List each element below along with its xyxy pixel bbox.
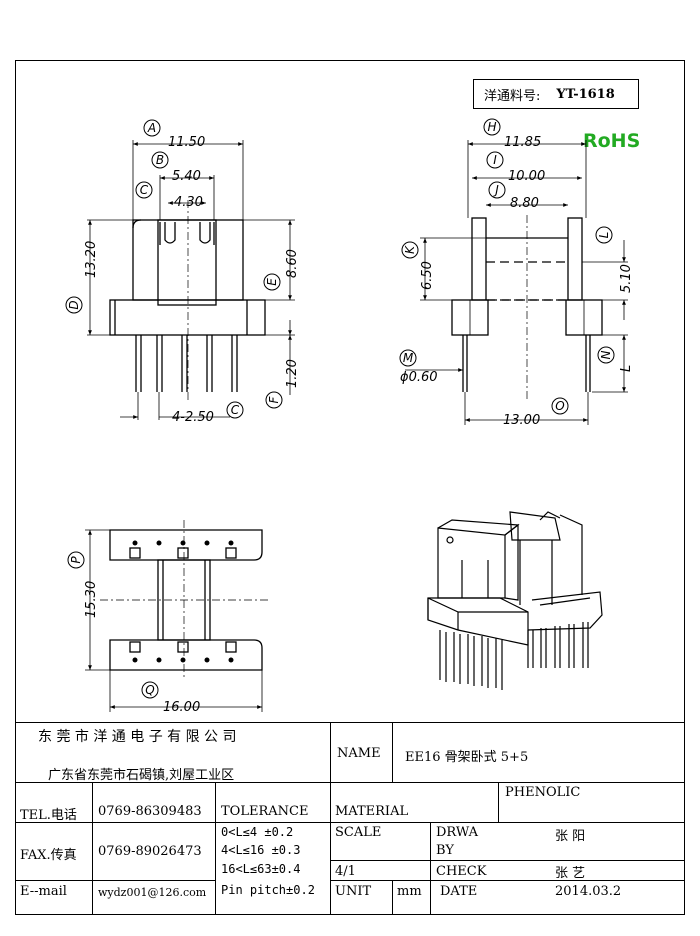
material-value: PHENOLIC: [505, 785, 581, 800]
drawn-label: BY: [436, 843, 454, 858]
dim-C-pitch: 4-2.50: [172, 410, 214, 425]
company-name: 东 莞 市 洋 通 电 子 有 限 公 司: [38, 729, 237, 745]
marker-L: L: [595, 226, 613, 244]
part-number-value: YT-1618: [556, 86, 615, 102]
rohs-mark: RoHS: [583, 130, 641, 152]
tel-label: TEL.电话: [20, 808, 77, 823]
dim-E: 8.60: [285, 249, 300, 278]
company-address: 广东省东莞市石碣镇,刘屋工业区: [48, 768, 235, 783]
dim-D: 13.20: [84, 241, 99, 278]
svg-text:C: C: [140, 183, 149, 197]
tolerance-row: Pin pitch±0.2: [221, 883, 315, 897]
dim-K: 6.50: [420, 261, 435, 290]
dim-Q: 16.00: [163, 700, 200, 715]
unit-value: mm: [397, 884, 422, 899]
front-view: [109, 200, 266, 400]
dim-F: 1.20: [285, 359, 300, 388]
svg-text:P: P: [69, 556, 83, 564]
marker-Q: Q: [141, 681, 159, 699]
marker-B: B: [151, 151, 169, 169]
marker-H: H: [483, 118, 501, 136]
marker-C: C: [135, 181, 153, 199]
drawn-label: DRWA: [436, 825, 479, 840]
dim-J: 8.80: [510, 196, 539, 211]
svg-text:J: J: [493, 183, 499, 197]
marker-A: A: [143, 119, 161, 137]
svg-text:O: O: [555, 399, 564, 413]
marker-D: D: [65, 296, 83, 314]
unit-label: UNIT: [335, 884, 372, 899]
svg-text:K: K: [403, 245, 417, 254]
isometric-view: [427, 511, 603, 690]
email-label: E--mail: [20, 884, 67, 899]
marker-M: M: [399, 349, 417, 367]
marker-K: K: [401, 241, 419, 259]
fax-value: 0769-89026473: [98, 844, 202, 859]
tolerance-row: 0<L≤4 ±0.2: [221, 825, 294, 839]
drawn-value: 张 阳: [555, 829, 586, 844]
dim-N: L: [619, 365, 634, 372]
name-label: NAME: [337, 746, 381, 761]
svg-text:M: M: [403, 351, 414, 365]
material-label: MATERIAL: [335, 804, 409, 819]
scale-label: SCALE: [335, 825, 382, 840]
check-label: CHECK: [436, 864, 487, 879]
marker-E: E: [263, 273, 281, 291]
tolerance-row: 16<L≤63±0.4: [221, 862, 301, 876]
svg-text:N: N: [599, 350, 613, 359]
part-number-label: 洋通料号:: [484, 88, 541, 104]
dim-I: 10.00: [508, 169, 545, 184]
marker-I: I: [486, 151, 504, 169]
bottom-view: [100, 520, 270, 680]
tel-value: 0769-86309483: [98, 804, 202, 819]
svg-text:F: F: [267, 395, 281, 403]
check-value: 张 艺: [555, 866, 586, 881]
drawing-frame: [15, 60, 685, 915]
svg-text:I: I: [493, 153, 497, 167]
dim-B: 5.40: [172, 169, 201, 184]
name-value: EE16 骨架卧式 5+5: [405, 750, 529, 765]
date-label: DATE: [440, 884, 478, 899]
svg-text:C: C: [231, 403, 240, 417]
marker-P: P: [67, 551, 85, 569]
svg-text:D: D: [67, 300, 81, 309]
dim-P: 15.30: [84, 581, 99, 618]
fax-label: FAX.传真: [20, 848, 77, 863]
dim-L: 5.10: [619, 264, 634, 293]
scale-value: 4/1: [335, 864, 356, 879]
svg-text:E: E: [265, 278, 279, 286]
dim-M: ϕ0.60: [400, 370, 438, 385]
part-number-box: 洋通料号: YT-1618: [473, 79, 639, 109]
side-view: [451, 215, 603, 400]
date-value: 2014.03.2: [555, 884, 622, 899]
svg-text:B: B: [156, 153, 164, 167]
svg-text:A: A: [147, 121, 156, 135]
dim-A: 11.50: [168, 135, 205, 150]
marker-O: O: [551, 397, 569, 415]
dim-C-width: 4.30: [174, 195, 203, 210]
marker-N: N: [597, 346, 615, 364]
dim-H: 11.85: [504, 135, 541, 150]
marker-F: F: [265, 391, 283, 409]
svg-text:L: L: [597, 232, 611, 239]
svg-text:H: H: [487, 120, 496, 134]
marker-C-pitch: C: [226, 401, 244, 419]
email-value: wydz001@126.com: [98, 886, 207, 899]
tolerance-label: TOLERANCE: [221, 804, 309, 819]
tolerance-row: 4<L≤16 ±0.3: [221, 843, 301, 857]
marker-J: J: [488, 181, 506, 199]
dim-O: 13.00: [503, 413, 540, 428]
svg-text:Q: Q: [145, 683, 154, 697]
